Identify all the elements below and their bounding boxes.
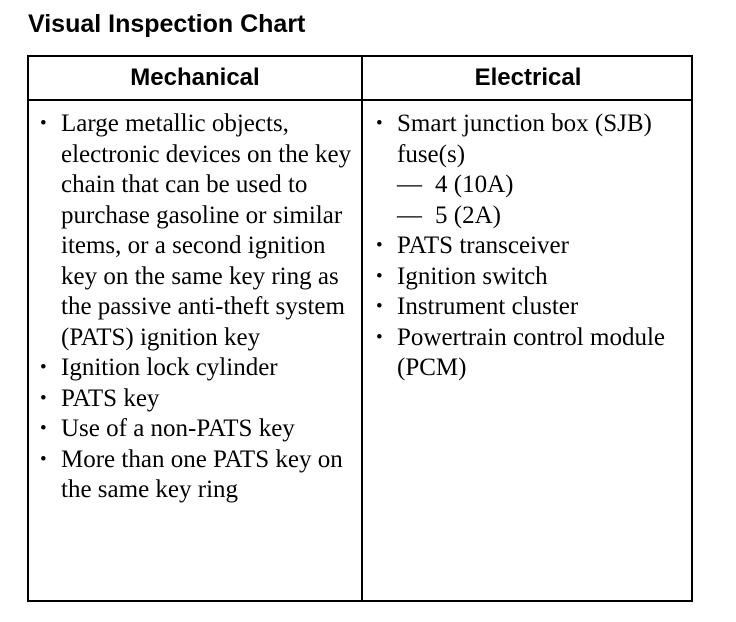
mechanical-item-text: Ignition lock cylinder [61,354,278,381]
fuse-subitem-text: 4 (10A) [435,171,514,198]
electrical-item: • Ignition switch [373,262,685,293]
mechanical-item: • Ignition lock cylinder [37,353,353,384]
mechanical-list: • Large metallic objects, electronic dev… [37,109,353,506]
column-divider [361,57,363,600]
bullet-icon: • [40,418,47,439]
electrical-item: • PATS transceiver [373,231,685,262]
electrical-item-text: Instrument cluster [397,293,579,320]
electrical-list: • Smart junction box (SJB) fuse(s) — 4 (1… [373,109,685,384]
header-mechanical: Mechanical [130,64,260,91]
mechanical-item-text: PATS key [61,384,160,412]
header-divider [29,99,691,101]
mechanical-item-text: Large metallic objects, electronic devic… [61,110,352,351]
fuse-subitem: — 5 (2A) [397,201,685,232]
bullet-icon: • [40,357,47,378]
electrical-item: • Instrument cluster [373,292,685,323]
electrical-item-text: Powertrain control module (PCM) [397,323,665,382]
electrical-item: • Powertrain control module (PCM) [373,323,685,384]
mechanical-item: • More than one PATS key on the same key… [37,445,353,506]
electrical-item: • Smart junction box (SJB) fuse(s) — 4 (1… [373,109,685,231]
electrical-item-text: PATS transceiver [397,232,569,259]
bullet-icon: • [40,113,47,134]
header-electrical: Electrical [474,64,582,91]
electrical-item-text: Ignition switch [397,262,548,290]
bullet-icon: • [376,296,383,317]
bullet-icon: • [376,235,383,256]
bullet-icon: • [40,387,47,409]
mechanical-item-text: More than one PATS key on the same key r… [61,445,343,504]
inspection-table: Mechanical Electrical • Large metallic o… [27,55,693,602]
mechanical-item: • Large metallic objects, electronic dev… [37,109,353,353]
page-title: Visual Inspection Chart [28,10,306,38]
mechanical-item-text: Use of a non-PATS key [61,415,295,442]
dash-icon: — [397,171,422,198]
dash-icon: — [397,201,422,229]
fuse-subitem: — 4 (10A) [397,170,685,201]
bullet-icon: • [376,265,383,287]
bullet-icon: • [376,113,383,134]
mechanical-item: • PATS key [37,384,353,415]
electrical-item-text: Smart junction box (SJB) fuse(s) [397,110,652,168]
bullet-icon: • [376,326,383,348]
mechanical-item: • Use of a non-PATS key [37,414,353,445]
bullet-icon: • [40,448,47,470]
fuse-subitem-text: 5 (2A) [435,201,501,229]
